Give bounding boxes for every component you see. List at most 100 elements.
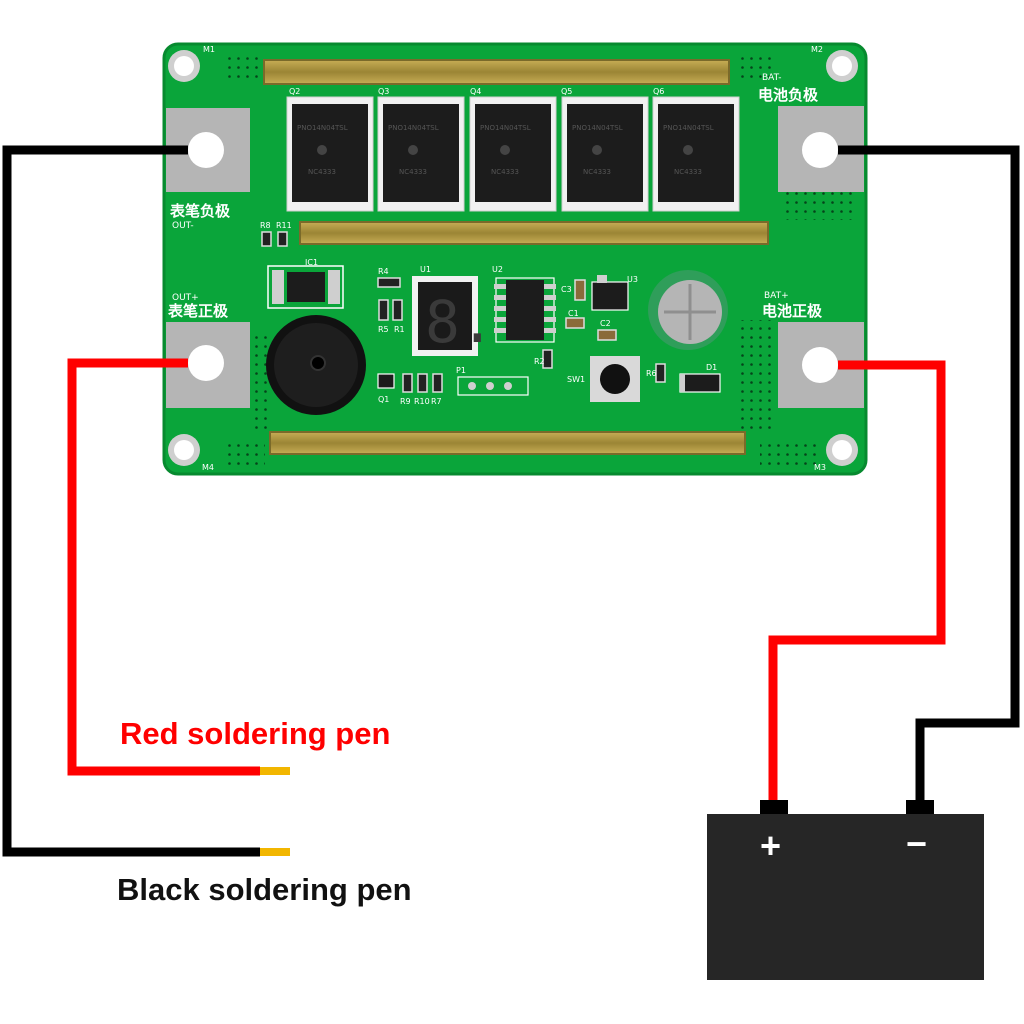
resistor-r6: R6	[646, 363, 666, 383]
mosfet-code: NC4333	[399, 168, 427, 176]
mosfet-code: NC4333	[491, 168, 519, 176]
resistor-r1: R1	[392, 299, 405, 334]
mosfet-code: NC4333	[583, 168, 611, 176]
label-out-minus-en: OUT-	[172, 221, 194, 231]
buzzer	[266, 315, 366, 415]
caption-black-pen: Black soldering pen	[117, 872, 412, 907]
mosfet-marking: PNO14N04TSL	[480, 124, 531, 132]
ref-r8: R8	[260, 221, 271, 230]
ref-u2: U2	[492, 265, 503, 274]
diode-d1: D1	[679, 363, 721, 393]
ref-r7: R7	[431, 397, 442, 406]
battery-minus-sign: −	[906, 823, 927, 864]
transistor-q1: Q1	[377, 373, 395, 404]
mosfet-code: NC4333	[674, 168, 702, 176]
via-field-top-right	[735, 54, 775, 84]
mosfet-marking: PNO14N04TSL	[663, 124, 714, 132]
label-m3: M3	[814, 463, 826, 472]
via-field-bottom-right	[760, 440, 820, 465]
label-out-plus-en: OUT+	[172, 293, 199, 303]
ref-r1: R1	[394, 325, 405, 334]
capacitor-c1: C1	[565, 309, 585, 329]
mounting-hole-m4	[168, 434, 200, 466]
battery-body	[707, 814, 984, 980]
caption-red-pen: Red soldering pen	[120, 716, 390, 751]
ref-c2: C2	[600, 319, 611, 328]
electrolytic-capacitor	[648, 270, 728, 350]
mosfet-q3: Q3 PNO14N04TSL NC4333	[377, 87, 465, 212]
ref-d1: D1	[706, 363, 717, 372]
label-bat-minus-en: BAT-	[762, 73, 782, 83]
via-field-right-lower	[735, 320, 775, 430]
resistor-r9: R9	[400, 373, 413, 406]
ref-r2: R2	[534, 357, 545, 366]
mosfet-ref: Q2	[289, 87, 300, 96]
mosfet-marking: PNO14N04TSL	[572, 124, 623, 132]
mosfet-ref: Q4	[470, 87, 481, 96]
ic1-chip: IC1	[267, 258, 344, 309]
label-m1: M1	[203, 45, 215, 54]
resistor-r2: R2	[534, 349, 553, 369]
resistor-r5: R5	[378, 299, 389, 334]
ref-r10: R10	[414, 397, 430, 406]
label-bat-plus-en: BAT+	[764, 291, 789, 301]
capacitor-c2: C2	[597, 319, 617, 341]
wire-red-pen	[67, 358, 260, 776]
ref-r11: R11	[276, 221, 292, 230]
copper-bar-middle	[299, 221, 769, 245]
battery-plus-sign: +	[760, 825, 781, 866]
ref-q1: Q1	[378, 395, 389, 404]
via-field-top	[225, 54, 260, 84]
mosfet-code: NC4333	[308, 168, 336, 176]
via-field-bottom	[225, 440, 265, 465]
mounting-hole-m2	[826, 50, 858, 82]
label-bat-minus-cn: 电池负极	[758, 86, 819, 104]
via-field-right	[785, 190, 855, 220]
copper-bar-top	[263, 59, 730, 85]
ref-ic1: IC1	[305, 258, 318, 267]
label-m2: M2	[811, 45, 823, 54]
battery-terminal-negative	[906, 800, 934, 816]
ref-sw1: SW1	[567, 375, 585, 384]
wire-black-pen	[2, 145, 260, 857]
label-out-minus-cn: 表笔负极	[170, 202, 231, 220]
ref-c1: C1	[568, 309, 579, 318]
u2-chip: U2	[492, 265, 556, 343]
terminal-bat-minus	[778, 106, 864, 192]
wire-battery-negative	[838, 145, 1020, 806]
ref-r6: R6	[646, 369, 657, 378]
mounting-hole-m3	[826, 434, 858, 466]
ref-r4: R4	[378, 267, 389, 276]
ref-u3: U3	[627, 275, 638, 284]
resistor-r11: R11	[276, 221, 292, 247]
mosfet-q6: Q6 PNO14N04TSL NC4333	[652, 87, 740, 212]
resistor-r10: R10	[414, 373, 430, 406]
copper-bar-bottom	[269, 431, 746, 455]
wire-battery-positive	[768, 360, 946, 806]
resistor-r4: R4	[377, 267, 401, 288]
mounting-hole-m1	[168, 50, 200, 82]
mosfet-q4: Q4 PNO14N04TSL NC4333	[469, 87, 557, 212]
ref-p1: P1	[456, 366, 466, 375]
ref-u1: U1	[420, 265, 431, 274]
resistor-r8: R8	[260, 221, 272, 247]
mosfet-ref: Q5	[561, 87, 572, 96]
pcb-board: M1 M2 M3 M4 Q2 PNO14N04TSL NC4333 Q3 PNO…	[162, 42, 868, 476]
black-pen-tip	[260, 848, 290, 856]
ref-r9: R9	[400, 397, 411, 406]
label-bat-plus-cn: 电池正极	[762, 302, 823, 320]
mosfet-q2: Q2 PNO14N04TSL NC4333	[286, 87, 374, 212]
label-out-plus-cn: 表笔正极	[168, 302, 229, 320]
via-field-left-lower	[250, 330, 270, 430]
regulator-u3: U3	[591, 275, 638, 311]
red-pen-tip	[260, 767, 290, 775]
switch-sw1: SW1	[567, 356, 640, 402]
battery-terminal-positive	[760, 800, 788, 816]
mosfet-row: Q2 PNO14N04TSL NC4333 Q3 PNO14N04TSL NC4…	[286, 87, 740, 212]
ref-r5: R5	[378, 325, 389, 334]
mosfet-ref: Q6	[653, 87, 664, 96]
label-m4: M4	[202, 463, 214, 472]
resistor-r7: R7	[431, 373, 443, 406]
ref-c3: C3	[561, 285, 572, 294]
